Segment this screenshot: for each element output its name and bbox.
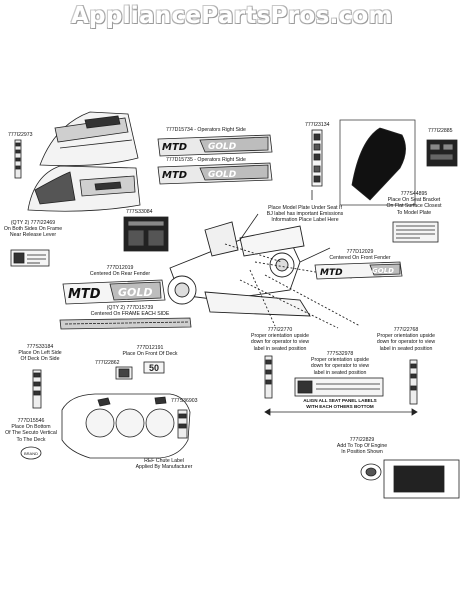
callout-i22770: 777I22770 Proper orientation upside down… xyxy=(250,327,310,352)
label-s32978 xyxy=(294,377,384,397)
label-i22469 xyxy=(10,249,50,267)
watermark: AppliancePartsPros.com xyxy=(71,3,393,29)
mtd-logo-d15735: MTD xyxy=(162,170,187,181)
gold-text-rear: GOLD xyxy=(118,286,153,299)
callout-s33084: 777S33084 xyxy=(126,209,153,215)
label-s33084 xyxy=(123,216,169,252)
callout-d12029: 777D12029 Centered On Front Fender xyxy=(329,249,391,262)
callout-s33184: 777S33184 Place On Left Side Of Deck On … xyxy=(18,344,62,363)
callout-i22829: 777I22829 Add To Top Of Engine In Positi… xyxy=(336,437,388,456)
callout-s44895: 777S44895 Place On Seat Bracket On Flat … xyxy=(386,191,442,216)
gold-text-d15734: GOLD xyxy=(208,142,237,152)
deck-size-text: 50 xyxy=(149,363,159,373)
side-decal-d15734 xyxy=(157,134,273,157)
label-i22862 xyxy=(115,366,133,380)
callout-i22862: 777I22862 xyxy=(95,360,120,366)
mower-illustration xyxy=(167,221,361,329)
callout-d15734: 777D15734 - Operators Right Side xyxy=(166,127,246,133)
label-s36903 xyxy=(177,409,188,439)
label-i22829 xyxy=(360,459,460,499)
gold-text-d15735: GOLD xyxy=(208,170,237,180)
mtd-logo-rear: MTD xyxy=(68,287,101,302)
mower-deck xyxy=(61,393,191,459)
label-d15546 xyxy=(20,446,42,460)
decal-front-fender xyxy=(314,261,403,280)
decal-frame-strip xyxy=(59,317,192,330)
label-s33184 xyxy=(32,369,42,409)
callout-d15735: 777D15735 - Operators Right Side xyxy=(166,157,246,163)
callout-s32978: 777S32978 Proper orientation upside down… xyxy=(310,351,370,376)
hood-decal-upper xyxy=(39,111,139,167)
label-i22770 xyxy=(264,355,273,399)
callout-d12019: 777D12019 Centered On Rear Fender xyxy=(89,265,151,278)
callout-i22973: 777I22973 xyxy=(8,132,33,138)
callout-d12191: 777D12191 Place On Front Of Deck xyxy=(122,345,178,358)
callout-chute-label: REF Chute Label Applied By Manufacturer xyxy=(135,458,193,471)
deck-size-decal xyxy=(143,361,165,374)
callout-i23134: 777I23134 xyxy=(305,122,330,128)
gold-text-front: GOLD xyxy=(372,267,394,275)
mtd-logo-front: MTD xyxy=(320,268,343,278)
decal-rear-fender xyxy=(62,279,166,305)
callout-i22768: 777I22768 Proper orientation upside down… xyxy=(376,327,436,352)
callout-model-plate: Place Model Plate Under Seat If BJ label… xyxy=(266,205,344,224)
label-i22885 xyxy=(426,139,458,167)
callout-d15739: (QTY 2) 777D15739 Centered On FRAME EACH… xyxy=(90,305,170,318)
svg-text:BRAND: BRAND xyxy=(24,451,38,456)
callout-s36903: 777S36903 xyxy=(171,398,198,404)
align-note: ALIGN ALL SEAT PANEL LABELS WITH EACH OT… xyxy=(303,398,377,410)
hood-decal-lower xyxy=(27,165,141,212)
mtd-logo-d15734: MTD xyxy=(162,142,187,153)
callout-i22885: 777I22885 xyxy=(428,128,453,134)
callout-i22469: (QTY 2) 777I22469 On Both Sides On Frame… xyxy=(3,220,63,239)
side-decal-d15735 xyxy=(157,162,273,185)
callout-d15546: 777D15546 Place On Bottom Of The Secuto … xyxy=(5,418,57,443)
label-s44895 xyxy=(392,221,439,243)
label-i22768 xyxy=(409,359,418,405)
strip-decal xyxy=(14,139,22,179)
seat-decal xyxy=(339,119,416,206)
label-i23134 xyxy=(311,129,323,187)
